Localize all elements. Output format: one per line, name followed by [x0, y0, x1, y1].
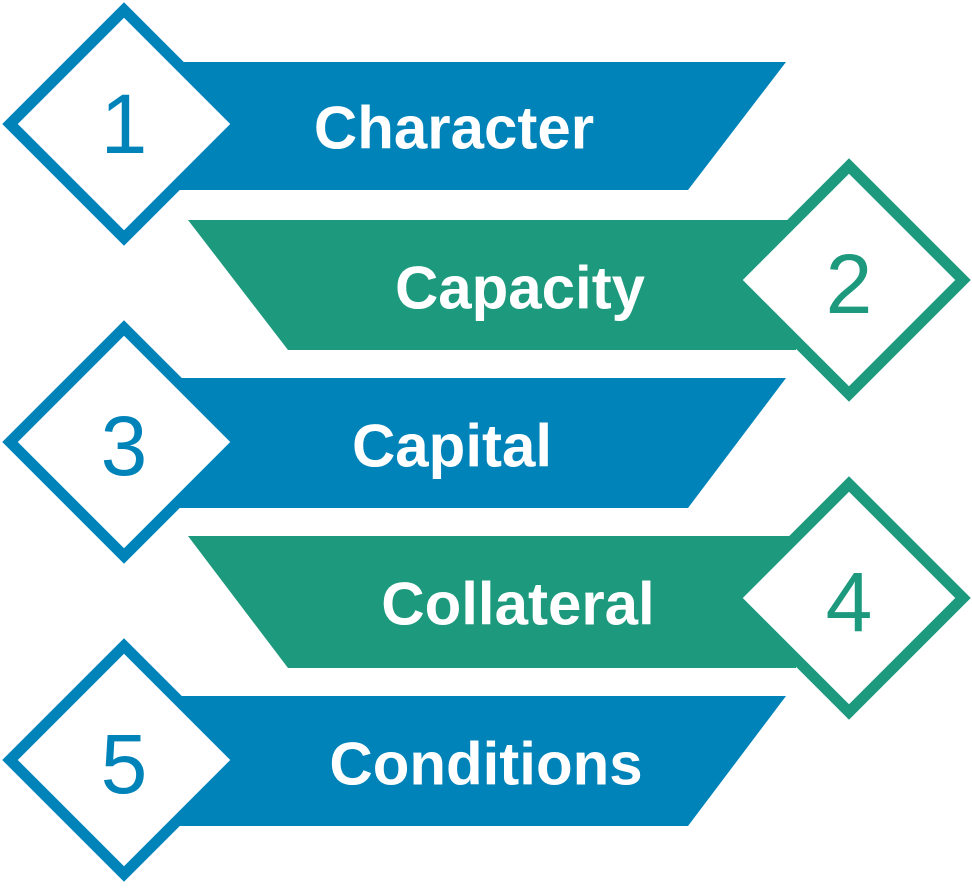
- step-5-banner: [178, 696, 786, 826]
- step-1-banner: [178, 62, 786, 190]
- step-4-label: Collateral: [381, 571, 654, 638]
- step-1-label: Character: [314, 95, 594, 162]
- step-1-diamond: [2, 2, 246, 246]
- step-5-diamond: [2, 638, 246, 882]
- step-3: 3 Capital: [2, 320, 786, 564]
- step-4-banner: [188, 536, 796, 668]
- step-4-diamond: [727, 476, 971, 720]
- step-3-diamond: [2, 320, 246, 564]
- step-3-number: 3: [101, 399, 148, 493]
- step-5-label: Conditions: [329, 731, 642, 798]
- step-2-diamond: [727, 158, 971, 402]
- step-2-label: Capacity: [395, 255, 646, 322]
- step-1-number: 1: [101, 77, 148, 171]
- step-4-number: 4: [826, 555, 873, 649]
- step-2-banner: [188, 220, 796, 350]
- step-5-number: 5: [101, 717, 148, 811]
- step-5: 5 Conditions: [2, 638, 786, 882]
- step-3-banner: [178, 378, 786, 508]
- step-3-label: Capital: [352, 413, 552, 480]
- step-4: 4 Collateral: [188, 476, 971, 720]
- step-2-number: 2: [826, 237, 873, 331]
- step-2: 2 Capacity: [188, 158, 971, 402]
- step-1: 1 Character: [2, 2, 786, 246]
